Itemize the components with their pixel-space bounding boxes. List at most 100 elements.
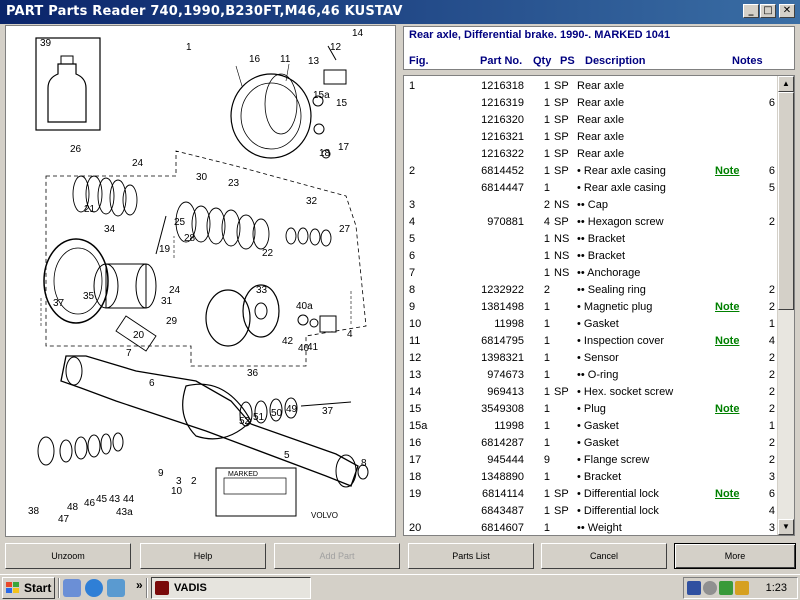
tray-volume-icon[interactable] [703, 581, 717, 595]
diagram-callout-number[interactable]: 5 [284, 450, 290, 461]
diagram-callout-number[interactable]: 32 [306, 196, 318, 207]
cancel-button[interactable]: Cancel [541, 543, 667, 569]
diagram-callout-number[interactable]: 51 [253, 412, 265, 423]
diagram-callout-number[interactable]: 33 [256, 285, 268, 296]
diagram-callout-number[interactable]: 50 [271, 408, 283, 419]
diagram-callout-number[interactable]: 31 [161, 296, 173, 307]
diagram-callout-number[interactable]: 38 [28, 506, 40, 517]
title-bar[interactable]: PART Parts Reader 740,1990,B230FT,M46,46… [0, 0, 800, 24]
quick-launch-chevron[interactable]: » [136, 578, 143, 592]
help-button[interactable]: Help [140, 543, 266, 569]
diagram-callout-number[interactable]: 40a [296, 301, 313, 312]
note-link[interactable]: Note [715, 301, 740, 313]
diagram-callout-number[interactable]: 21 [84, 204, 96, 215]
note-link[interactable]: Note [715, 165, 740, 177]
diagram-callout-number[interactable]: 20 [133, 330, 145, 341]
diagram-callout-number[interactable]: 30 [196, 172, 208, 183]
exploded-diagram[interactable]: MARKED VOLVO 391161112141315a15181726242… [6, 26, 396, 537]
note-link[interactable]: Note [715, 335, 740, 347]
diagram-callout-number[interactable]: 44 [123, 494, 135, 505]
diagram-callout-number[interactable]: 42 [282, 336, 294, 347]
diagram-callout-number[interactable]: 41 [307, 342, 319, 353]
diagram-callout-number[interactable]: 17 [338, 142, 350, 153]
diagram-callout-number[interactable]: 45 [96, 494, 108, 505]
internet-explorer-icon[interactable] [85, 579, 103, 597]
diagram-callout-number[interactable]: 13 [308, 56, 320, 67]
diagram-callout-number[interactable]: 14 [352, 28, 364, 39]
diagram-callout-number[interactable]: 43a [116, 507, 133, 518]
tray-network-icon[interactable] [687, 581, 701, 595]
media-player-icon[interactable] [107, 579, 125, 597]
diagram-callout-number[interactable]: 36 [247, 368, 259, 379]
scrollbar-thumb[interactable] [778, 92, 794, 310]
diagram-callout-number[interactable]: 37 [53, 298, 65, 309]
diagram-callout-number[interactable]: 19 [159, 244, 171, 255]
scroll-up-arrow-icon[interactable]: ▲ [778, 76, 794, 92]
diagram-callout-number[interactable]: 28 [184, 233, 196, 244]
diagram-callout-number[interactable]: 18 [319, 148, 331, 159]
diagram-callout-number[interactable]: 24 [169, 285, 181, 296]
close-button[interactable]: ✕ [779, 4, 795, 18]
diagram-callout-number[interactable]: 24 [132, 158, 144, 169]
taskbar-item-vadis[interactable]: VADIS [151, 577, 311, 599]
diagram-callout-number[interactable]: 27 [339, 224, 351, 235]
diagram-callout-number[interactable]: 23 [228, 178, 240, 189]
diagram-callout-number[interactable]: 43 [109, 494, 121, 505]
diagram-callout-number[interactable]: 49 [286, 404, 298, 415]
diagram-callout-number[interactable]: 15a [313, 90, 330, 101]
diagram-callout-number[interactable]: 1 [186, 42, 192, 53]
tray-update-icon[interactable] [735, 581, 749, 595]
note-link[interactable]: Note [715, 488, 740, 500]
scroll-down-arrow-icon[interactable]: ▼ [778, 519, 794, 535]
diagram-callout-number[interactable]: 7 [126, 348, 132, 359]
diagram-callout-number[interactable]: 25 [174, 217, 186, 228]
diagram-callout-number[interactable]: 48 [67, 502, 79, 513]
unzoom-button[interactable]: Unzoom [5, 543, 131, 569]
diagram-callout-number[interactable]: 4 [347, 329, 353, 340]
maximize-button[interactable]: □ [760, 4, 776, 18]
diagram-callout-number[interactable]: 16 [249, 54, 261, 65]
diagram-callout-number[interactable]: 6 [149, 378, 155, 389]
start-button[interactable]: Start [2, 577, 55, 599]
diagram-callout-number[interactable]: 46 [84, 498, 96, 509]
show-desktop-icon[interactable] [63, 579, 81, 597]
diagram-callout-number[interactable]: 10 [171, 486, 183, 497]
parts-list-button[interactable]: Parts List [408, 543, 534, 569]
diagram-callout-number[interactable]: 34 [104, 224, 116, 235]
vertical-scrollbar[interactable]: ▲ ▼ [777, 76, 794, 535]
diagram-callout-number[interactable]: 8 [361, 458, 367, 469]
diagram-callout-number[interactable]: 11 [280, 54, 291, 65]
tray-security-icon[interactable] [719, 581, 733, 595]
diagram-callout-number[interactable]: 22 [262, 248, 274, 259]
diagram-callout-number[interactable]: 9 [158, 468, 164, 479]
note-link[interactable]: Note [715, 403, 740, 415]
clock[interactable]: 1:23 [765, 582, 787, 594]
add-part-button[interactable]: Add Part [274, 543, 400, 569]
diagram-callout-number[interactable]: 52 [239, 416, 251, 427]
diagram-callout-number[interactable]: 35 [83, 291, 95, 302]
